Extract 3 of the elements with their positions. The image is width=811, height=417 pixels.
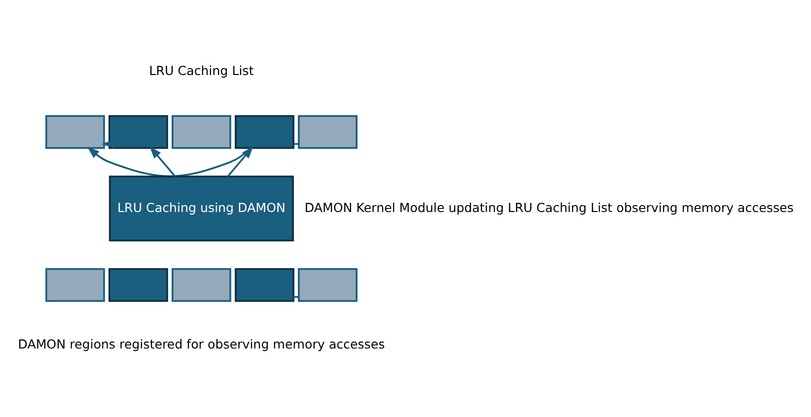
label: LRU Caching List bbox=[149, 62, 254, 78]
label: DAMON Kernel Module updating LRU Caching List observing memory accesses bbox=[304, 200, 794, 215]
label: DAMON regions registered for observing memory accesses bbox=[18, 336, 385, 352]
